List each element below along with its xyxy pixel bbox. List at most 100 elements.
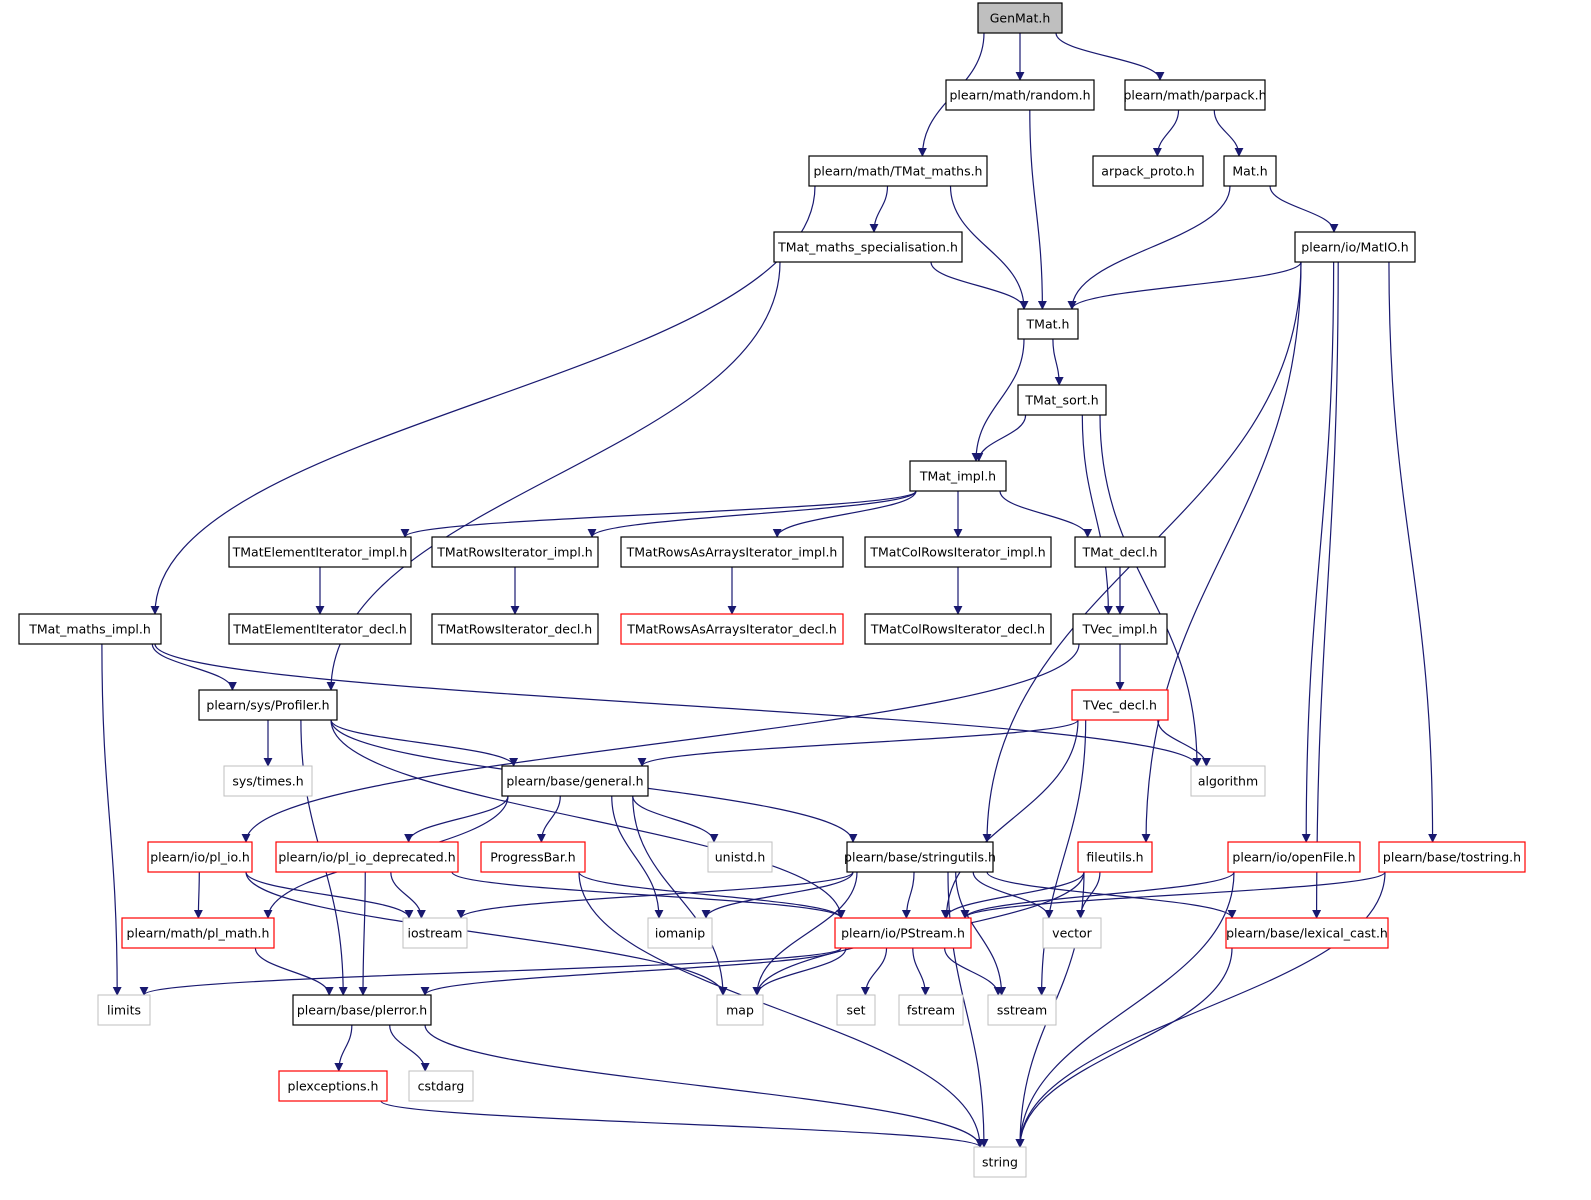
edge-tmat_impl-to-elem_impl	[400, 490, 917, 538]
node-label: TMat_sort.h	[1024, 393, 1098, 408]
edge-pl_io_dep-to-pstream	[451, 871, 846, 919]
node-box	[292, 994, 432, 1026]
node-colrows_impl[interactable]: TMatColRowsIterator_impl.h	[864, 536, 1052, 568]
node-box	[973, 1146, 1027, 1178]
node-matio[interactable]: plearn/io/MatIO.h	[1294, 231, 1416, 263]
node-plerror[interactable]: plearn/base/plerror.h	[292, 994, 432, 1026]
edge-pl_io_dep-to-iostream	[390, 871, 426, 919]
node-label: vector	[1052, 926, 1093, 941]
edge-tvec_decl-to-general	[637, 719, 1079, 767]
node-spec[interactable]: TMat_maths_specialisation.h	[773, 231, 963, 263]
node-box	[864, 536, 1052, 568]
node-label: map	[726, 1003, 754, 1018]
node-tmat_maths[interactable]: plearn/math/TMat_maths.h	[808, 155, 988, 187]
edge-pl_io-to-map	[245, 871, 728, 996]
edge-progress-to-pstream	[578, 871, 846, 919]
node-rowsarr_impl[interactable]: TMatRowsAsArraysIterator_impl.h	[620, 536, 844, 568]
node-rows_impl[interactable]: TMatRowsIterator_impl.h	[431, 536, 599, 568]
node-label: plexceptions.h	[288, 1079, 379, 1094]
node-openfile[interactable]: plearn/io/openFile.h	[1227, 841, 1361, 873]
edge-matio-to-tmat	[1067, 261, 1302, 310]
node-box	[987, 994, 1057, 1026]
nodes-layer: GenMat.h plearn/math/random.h plearn/math/…	[18, 2, 1526, 1178]
node-mat[interactable]: Mat.h	[1223, 155, 1277, 187]
node-label: TMatElementIterator_decl.h	[232, 622, 407, 637]
edge-tvec_impl-to-pl_io	[241, 643, 1080, 843]
node-tostring[interactable]: plearn/base/tostring.h	[1378, 841, 1526, 873]
node-label: sys/times.h	[232, 774, 303, 789]
edge-maths_impl-to-profiler	[151, 643, 237, 691]
edge-general-to-progress	[536, 795, 561, 843]
edge-maths_impl-to-limits	[101, 643, 122, 996]
edge-tvec_decl-to-sstream	[1037, 719, 1087, 996]
node-pl_math[interactable]: plearn/math/pl_math.h	[121, 917, 275, 949]
node-elem_decl[interactable]: TMatElementIterator_decl.h	[228, 613, 412, 645]
node-tmat[interactable]: TMat.h	[1017, 308, 1079, 340]
node-parpack[interactable]: plearn/math/parpack.h	[1123, 79, 1267, 111]
edge-matio-to-fileutils	[1141, 261, 1302, 843]
node-label: TMatColRowsIterator_impl.h	[869, 545, 1045, 560]
node-box	[1294, 231, 1416, 263]
node-box	[1017, 308, 1079, 340]
node-label: limits	[107, 1003, 141, 1018]
node-fileutils[interactable]: fileutils.h	[1077, 841, 1153, 873]
node-box	[1072, 613, 1168, 645]
edge-parpack-to-mat	[1213, 109, 1244, 157]
node-arpack[interactable]: arpack_proto.h	[1092, 155, 1204, 187]
node-colrows_decl[interactable]: TMatColRowsIterator_decl.h	[864, 613, 1052, 645]
node-label: fstream	[907, 1003, 955, 1018]
edge-progress-to-string	[578, 871, 985, 1148]
node-label: TMatRowsIterator_impl.h	[436, 545, 592, 560]
edge-plerror-to-cstdarg	[389, 1024, 430, 1072]
node-tmat_impl[interactable]: TMat_impl.h	[909, 460, 1007, 492]
node-lexical[interactable]: plearn/base/lexical_cast.h	[1225, 917, 1389, 949]
node-box	[1074, 536, 1166, 568]
edge-tmat_sort-to-algorithm	[1099, 414, 1202, 767]
node-label: cstdarg	[418, 1079, 465, 1094]
node-progress[interactable]: ProgressBar.h	[480, 841, 586, 873]
edge-general-to-map	[632, 795, 728, 996]
node-box	[198, 689, 338, 721]
edge-tmat_maths-to-spec	[869, 185, 889, 233]
edge-tmat-to-tmat_sort	[1052, 338, 1064, 386]
node-iostream: iostream	[402, 917, 468, 949]
node-pl_io_dep[interactable]: plearn/io/pl_io_deprecated.h	[275, 841, 459, 873]
node-tmat_sort[interactable]: TMat_sort.h	[1017, 384, 1107, 416]
node-tmat_decl[interactable]: TMat_decl.h	[1074, 536, 1166, 568]
node-pl_io[interactable]: plearn/io/pl_io.h	[147, 841, 253, 873]
node-plexceptions[interactable]: plexceptions.h	[278, 1070, 388, 1102]
node-box	[1378, 841, 1526, 873]
node-label: plearn/io/pl_io_deprecated.h	[278, 850, 455, 865]
node-label: plearn/math/parpack.h	[1123, 88, 1266, 103]
node-rows_decl[interactable]: TMatRowsIterator_decl.h	[431, 613, 599, 645]
node-rowsarr_decl[interactable]: TMatRowsAsArraysIterator_decl.h	[620, 613, 844, 645]
node-label: plearn/base/stringutils.h	[844, 850, 996, 865]
node-tvec_impl[interactable]: TVec_impl.h	[1072, 613, 1168, 645]
node-profiler[interactable]: plearn/sys/Profiler.h	[198, 689, 338, 721]
node-tvec_decl[interactable]: TVec_decl.h	[1071, 689, 1169, 721]
node-elem_impl[interactable]: TMatElementIterator_impl.h	[228, 536, 412, 568]
node-box	[836, 994, 876, 1026]
node-general[interactable]: plearn/base/general.h	[501, 765, 649, 797]
node-box	[647, 917, 713, 949]
node-iomanip: iomanip	[647, 917, 713, 949]
edge-pstream-to-plerror	[420, 947, 842, 996]
node-limits: limits	[97, 994, 151, 1026]
node-stringutils[interactable]: plearn/base/stringutils.h	[844, 841, 996, 873]
edge-profiler-to-general	[330, 719, 519, 767]
node-box	[431, 536, 599, 568]
node-maths_impl[interactable]: TMat_maths_impl.h	[18, 613, 162, 645]
node-label: plearn/math/TMat_maths.h	[814, 164, 983, 179]
node-random[interactable]: plearn/math/random.h	[945, 79, 1095, 111]
node-label: plearn/io/openFile.h	[1232, 850, 1355, 865]
edge-tvec_decl-to-algorithm	[1157, 719, 1211, 767]
node-box	[1225, 917, 1389, 949]
edge-lexical-to-string	[1015, 947, 1233, 1148]
node-pstream[interactable]: plearn/io/PStream.h	[834, 917, 972, 949]
node-box	[898, 994, 964, 1026]
node-genmat[interactable]: GenMat.h	[977, 2, 1063, 34]
node-label: algorithm	[1198, 774, 1258, 789]
edge-fileutils-to-pstream	[940, 871, 1085, 919]
node-box	[147, 841, 253, 873]
edge-stringutils-to-lexical	[986, 871, 1237, 919]
